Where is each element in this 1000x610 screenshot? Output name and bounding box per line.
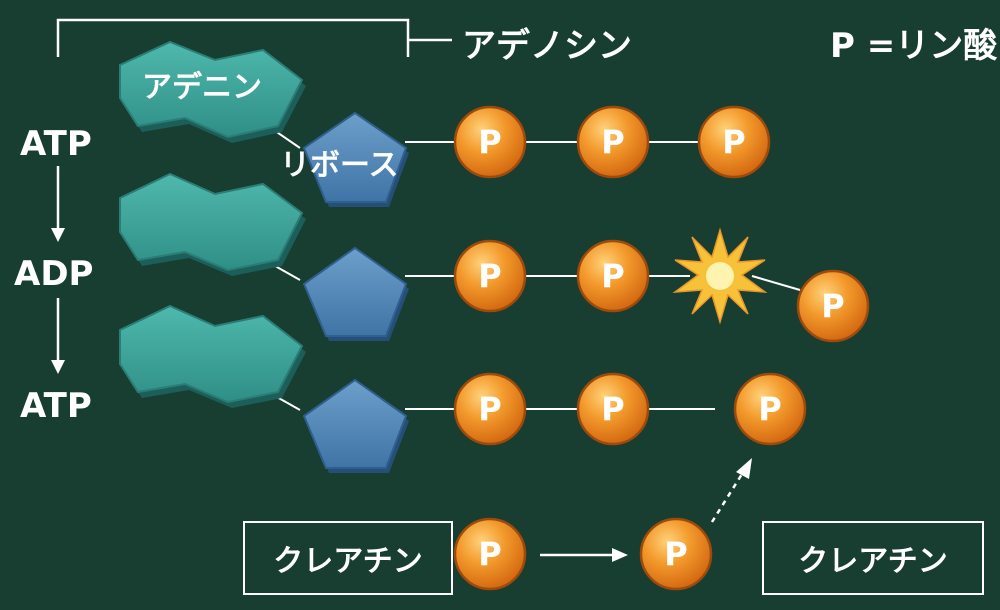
- phosphate-legend: P =リン酸: [830, 26, 998, 66]
- creatine-box-left: クレアチン: [243, 521, 453, 595]
- energy-burst-icon: [672, 227, 768, 325]
- phosphate-letter: P: [601, 390, 624, 428]
- adenine-label: アデニン: [142, 70, 262, 105]
- phosphate-2-row-1: P: [576, 105, 650, 179]
- moving-phosphate: P: [639, 517, 713, 591]
- row-atp-top: [119, 40, 735, 207]
- phosphate-circle: [733, 372, 807, 446]
- phosphate-letter: P: [478, 123, 501, 161]
- phosphate-circle: [453, 105, 527, 179]
- ribose-shape: [302, 111, 408, 203]
- adenine-shape: [119, 40, 304, 139]
- row-atp-bottom: [119, 304, 715, 473]
- phosphate-letter: P: [478, 535, 501, 573]
- phosphate-letter: P: [478, 390, 501, 428]
- phosphate-1-row-1: P: [453, 105, 527, 179]
- phosphate-1-row-3: P: [453, 372, 527, 446]
- transfer-arrow: [540, 548, 628, 562]
- ribose-shape: [302, 378, 408, 469]
- creatine-label-left: クレアチン: [273, 544, 423, 579]
- adenosine-bracket: [56, 18, 452, 57]
- phosphate-1-row-2: P: [453, 239, 527, 313]
- phosphate-letter: P: [722, 123, 745, 161]
- phosphate-letter: P: [664, 535, 687, 573]
- released-phosphate: P: [796, 269, 870, 343]
- phosphate-circle: [453, 239, 527, 313]
- phosphate-3-row-1: P: [697, 105, 771, 179]
- phosphate-2-row-2: P: [576, 239, 650, 313]
- cycle-arrow-2: [51, 298, 65, 374]
- adenosine-label: アデノシン: [462, 26, 632, 66]
- adenine-shape: [119, 304, 304, 404]
- phosphate-letter: P: [758, 390, 781, 428]
- ribose-label: リボース: [280, 148, 399, 183]
- creatine-box-right: クレアチン: [762, 521, 984, 595]
- adenine-shape: [119, 172, 304, 272]
- dashed-transfer-arrow: [710, 458, 752, 523]
- phosphate-circle: [697, 105, 771, 179]
- phosphate-circle: [639, 517, 713, 591]
- creatine-phosphate: P: [453, 517, 527, 591]
- phosphate-letter: P: [601, 123, 624, 161]
- cycle-label-adp: ADP: [14, 254, 94, 294]
- row-adp: [119, 172, 801, 341]
- phosphate-circle: [796, 269, 870, 343]
- phosphate-circle: [576, 239, 650, 313]
- phosphate-letter: P: [821, 287, 844, 325]
- phosphate-letter: P: [478, 257, 501, 295]
- phosphate-circle: [576, 105, 650, 179]
- transferred-phosphate: P: [733, 372, 807, 446]
- cycle-label-atp-top: ATP: [20, 124, 92, 164]
- ribose-shape: [302, 246, 408, 337]
- phosphate-letter: P: [601, 257, 624, 295]
- cycle-label-atp-bottom: ATP: [20, 386, 92, 426]
- phosphate-circle: [453, 372, 527, 446]
- creatine-label-right: クレアチン: [798, 544, 948, 579]
- phosphate-circle: [576, 372, 650, 446]
- phosphate-circle: [453, 517, 527, 591]
- cycle-arrow-1: [51, 166, 65, 242]
- phosphate-2-row-3: P: [576, 372, 650, 446]
